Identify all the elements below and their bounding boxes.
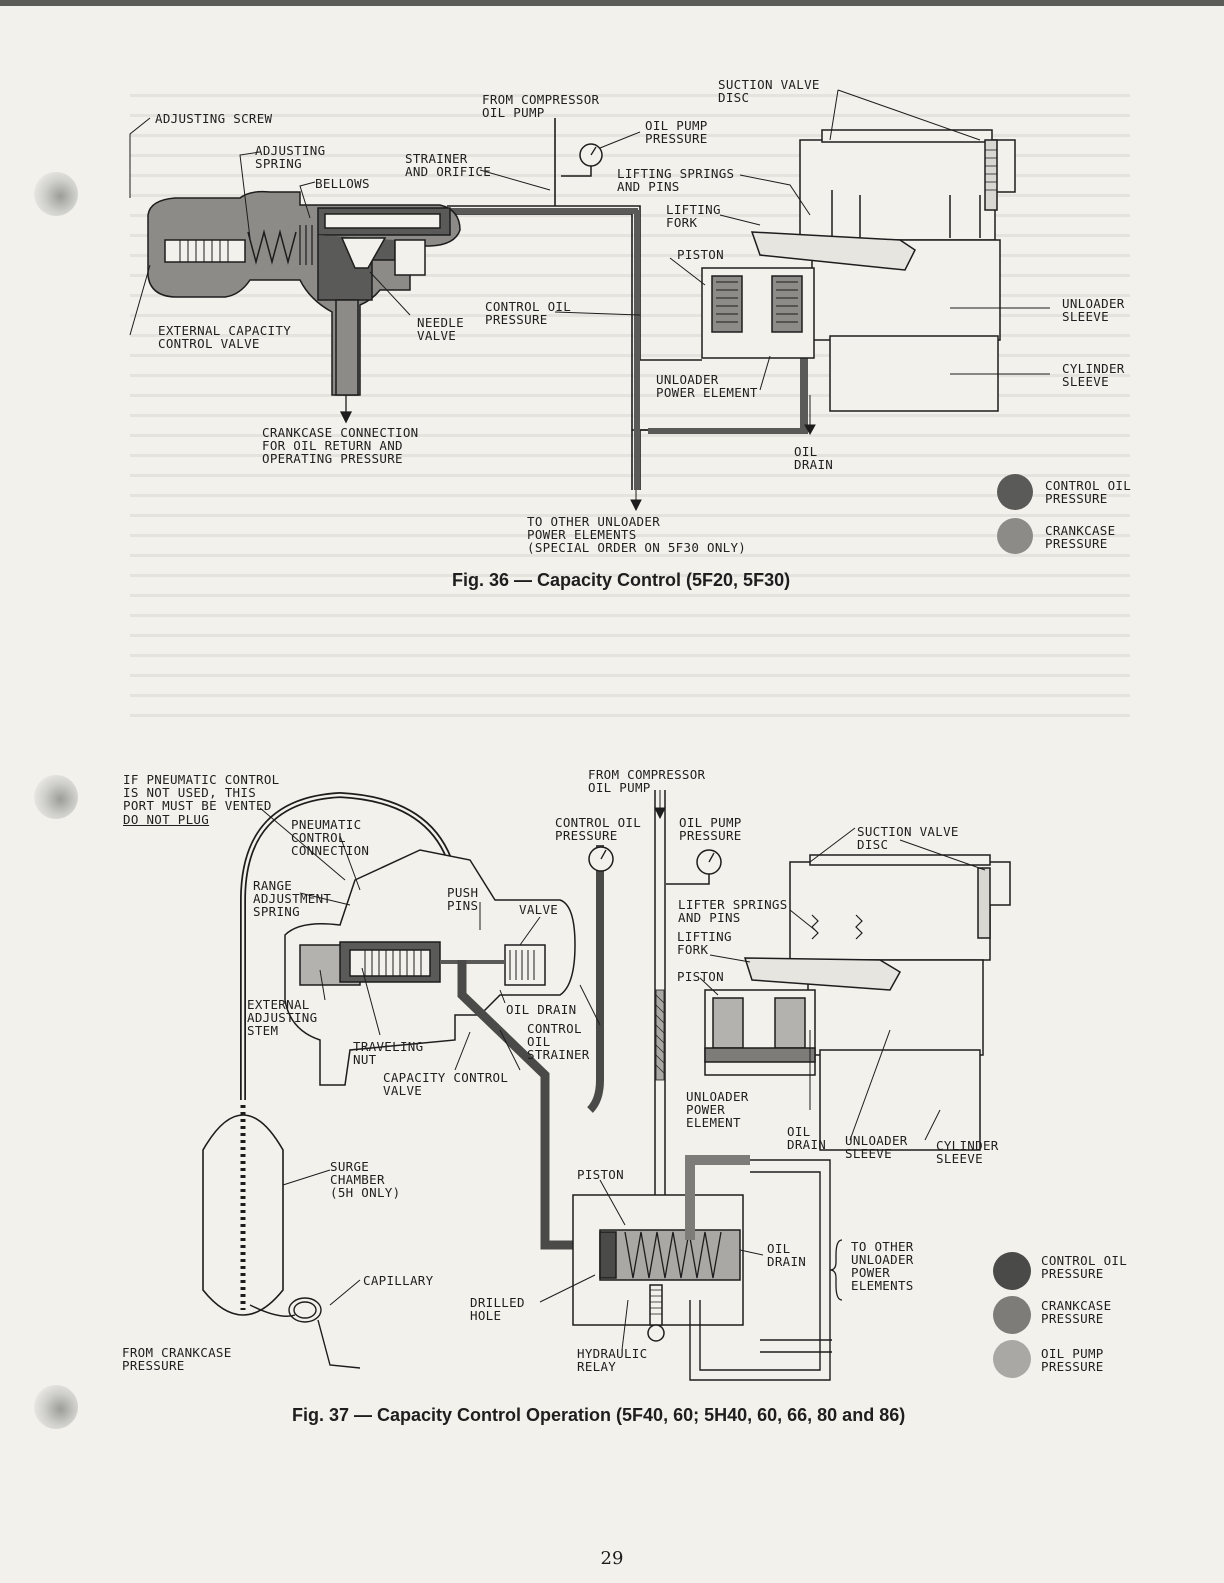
fig37-surge-chamber xyxy=(202,1105,284,1316)
fig36-cylinder xyxy=(799,129,1016,412)
fig37-label-from-compressor: FROM COMPRESSOR OIL PUMP xyxy=(588,767,706,795)
fig36-legend-crankcase-swatch xyxy=(997,518,1033,554)
fig36-label-external-capacity-control-valve: EXTERNAL CAPACITY CONTROL VALVE xyxy=(158,323,292,351)
fig36-bottom-arrow xyxy=(630,490,642,512)
fig36-label-control-oil-pressure: CONTROL OIL PRESSURE xyxy=(485,299,572,327)
fig37-label-cylinder-sleeve: CYLINDER SLEEVE xyxy=(936,1138,999,1166)
fig36-label-suction-valve-disc: SUCTION VALVE DISC xyxy=(718,77,820,105)
fig37-label-unloader-power-element: UNLOADER POWER ELEMENT xyxy=(686,1089,749,1130)
fig37-oil-pump-gauge xyxy=(666,849,722,885)
fig37-legend-crankcase-swatch xyxy=(993,1296,1031,1334)
fig37-label-capacity-control-valve: CAPACITY CONTROL VALVE xyxy=(383,1070,509,1098)
fig37-label-pneumatic-connection: PNEUMATIC CONTROL CONNECTION xyxy=(291,817,370,858)
fig37-return-lines xyxy=(685,1155,832,1381)
fig37-hydraulic-relay xyxy=(572,1194,744,1342)
fig37-lifting-fork xyxy=(743,957,902,991)
fig37-label-suction-valve-disc: SUCTION VALVE DISC xyxy=(857,824,959,852)
fig37-label-oil-pump-pressure: OIL PUMP PRESSURE xyxy=(679,815,742,843)
fig36-label-adjusting-spring: ADJUSTING SPRING xyxy=(255,143,326,171)
fig36-caption: Fig. 36 — Capacity Control (5F20, 5F30) xyxy=(452,570,791,590)
fig36-label-unloader-power-element: UNLOADER POWER ELEMENT xyxy=(656,372,758,400)
fig36-label-strainer-orifice: STRAINER AND ORIFICE xyxy=(405,151,492,179)
fig37-legend-crankcase-label: CRANKCASE PRESSURE xyxy=(1041,1298,1112,1326)
binder-hole-bottom xyxy=(34,1385,78,1429)
fig36-power-element xyxy=(701,267,815,359)
fig36-label-needle-valve: NEEDLE VALVE xyxy=(417,315,464,343)
fig37-legend-control-oil-label: CONTROL OIL PRESSURE xyxy=(1041,1253,1128,1281)
fig36-crankcase-arrow xyxy=(339,395,353,424)
fig37-label-external-adjusting-stem: EXTERNAL ADJUSTING STEM xyxy=(247,997,318,1038)
fig37-control-oil-gauge xyxy=(588,846,614,872)
fig37-label-surge-chamber: SURGE CHAMBER (5H ONLY) xyxy=(330,1159,401,1200)
fig37-label-control-oil-strainer: CONTROL OIL STRAINER xyxy=(527,1021,590,1062)
fig37-label-lifting-fork: LIFTING FORK xyxy=(677,929,732,957)
fig37-leaders xyxy=(259,807,986,1351)
fig36-label-oil-pump-pressure: OIL PUMP PRESSURE xyxy=(645,118,708,146)
fig37-label-if-pneumatic: IF PNEUMATIC CONTROL IS NOT USED, THIS P… xyxy=(123,772,280,813)
fig37-legend-oil-pump-label: OIL PUMP PRESSURE xyxy=(1041,1346,1104,1374)
fig37-legend-control-oil-swatch xyxy=(993,1252,1031,1290)
fig37-legend-oil-pump-swatch xyxy=(993,1340,1031,1378)
fig37-label-range-adjustment-spring: RANGE ADJUSTMENT SPRING xyxy=(253,878,332,919)
fig36-label-cylinder-sleeve: CYLINDER SLEEVE xyxy=(1062,361,1125,389)
fig37-label-unloader-sleeve: UNLOADER SLEEVE xyxy=(845,1133,908,1161)
fig36-legend-control-oil-swatch xyxy=(997,474,1033,510)
fig37-label-valve: VALVE xyxy=(519,902,559,917)
binder-hole-top xyxy=(34,172,78,216)
fig37-capillary-coil xyxy=(249,1297,361,1369)
fig37-label-piston-top: PISTON xyxy=(677,969,724,984)
fig37-label-to-other-unloader: TO OTHER UNLOADER POWER ELEMENTS xyxy=(851,1239,914,1293)
fig37-label-oil-drain-right: OIL DRAIN xyxy=(787,1124,827,1152)
fig37-from-compressor-arrow xyxy=(654,790,666,820)
fig37-label-piston-relay: PISTON xyxy=(577,1167,624,1182)
fig36-label-bellows: BELLOWS xyxy=(315,176,370,191)
fig36-diagram xyxy=(129,89,1050,512)
fig37-label-hydraulic-relay: HYDRAULIC RELAY xyxy=(577,1346,648,1374)
fig37-diagram xyxy=(202,790,1011,1381)
page-top-edge xyxy=(0,0,1224,6)
fig37-label-traveling-nut: TRAVELING NUT xyxy=(353,1039,424,1067)
fig36-valve-body xyxy=(147,190,461,396)
fig36-label-oil-drain: OIL DRAIN xyxy=(794,444,834,472)
fig36-lifting-fork xyxy=(750,231,916,271)
fig36-label-lifting-fork: LIFTING FORK xyxy=(666,202,721,230)
fig37-label-oil-drain-mid: OIL DRAIN xyxy=(506,1002,577,1017)
fig37-control-oil-line xyxy=(457,960,600,1250)
fig37-power-element xyxy=(704,989,816,1076)
fig37-label-do-not-plug: DO NOT PLUG xyxy=(123,812,210,827)
fig36-label-adjusting-screw: ADJUSTING SCREW xyxy=(155,111,273,126)
fig37-valve-body xyxy=(284,849,576,1086)
fig37-label-capillary: CAPILLARY xyxy=(363,1273,434,1288)
page-number: 29 xyxy=(600,1548,624,1569)
fig37-label-lifter-springs: LIFTER SPRINGS AND PINS xyxy=(678,897,788,925)
fig36-label-piston: PISTON xyxy=(677,247,724,262)
fig37-caption: Fig. 37 — Capacity Control Operation (5F… xyxy=(292,1405,906,1425)
fig36-leaders xyxy=(129,89,1050,391)
fig37-label-push-pins: PUSH PINS xyxy=(447,885,479,913)
fig36-legend-control-oil-label: CONTROL OIL PRESSURE xyxy=(1045,478,1132,506)
fig37-label-drilled-hole: DRILLED HOLE xyxy=(470,1295,525,1323)
fig36-label-to-other-unloader: TO OTHER UNLOADER POWER ELEMENTS (SPECIA… xyxy=(527,514,747,555)
fig36-label-lifting-springs: LIFTING SPRINGS AND PINS xyxy=(617,166,735,194)
fig36-label-from-compressor: FROM COMPRESSOR OIL PUMP xyxy=(482,92,600,120)
binder-hole-middle xyxy=(34,775,78,819)
fig37-label-oil-drain-relay: OIL DRAIN xyxy=(767,1241,807,1269)
fig36-label-unloader-sleeve: UNLOADER SLEEVE xyxy=(1062,296,1125,324)
fig36-oil-drain-arrow xyxy=(804,395,816,436)
fig36-legend-crankcase-label: CRANKCASE PRESSURE xyxy=(1045,523,1116,551)
fig37-cylinder xyxy=(789,854,1011,1151)
fig36-oil-pump-gauge xyxy=(561,143,603,177)
fig37-brace xyxy=(829,1239,843,1301)
fig37-label-control-oil-pressure: CONTROL OIL PRESSURE xyxy=(555,815,642,843)
fig37-label-from-crankcase-pressure: FROM CRANKCASE PRESSURE xyxy=(122,1345,232,1373)
fig36-label-crankcase-connection: CRANKCASE CONNECTION FOR OIL RETURN AND … xyxy=(262,425,419,466)
